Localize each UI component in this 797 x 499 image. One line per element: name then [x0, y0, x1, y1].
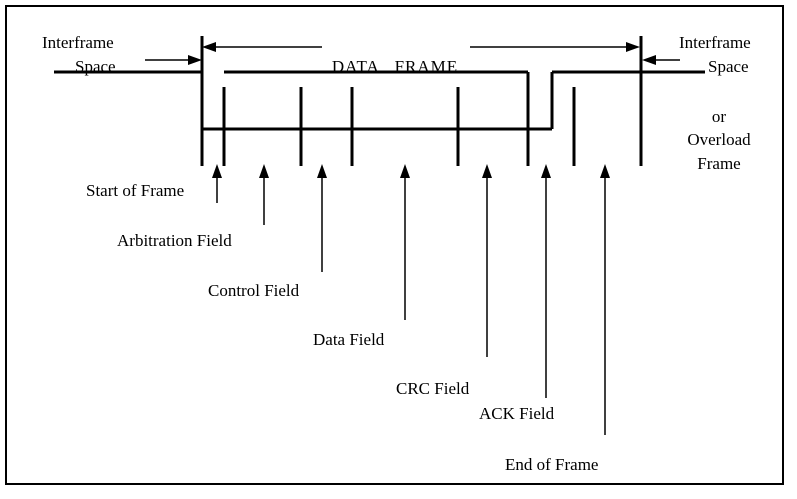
interframe-right-arrowhead [642, 55, 656, 65]
overload-label-frame: Frame [697, 154, 740, 173]
overload-label-or: or [712, 107, 727, 126]
data-field-pointer-arrowhead [400, 164, 410, 178]
control-field-label: Control Field [208, 281, 300, 300]
end-of-frame-label: End of Frame [505, 455, 598, 474]
diagram-border [5, 5, 784, 485]
interframe-space-right-label-line1: Interframe [679, 33, 751, 52]
frame-span-arrowhead-right [626, 42, 640, 52]
frame-span-arrowhead-left [202, 42, 216, 52]
ack-field-pointer-arrowhead [541, 164, 551, 178]
ack-field-label: ACK Field [479, 404, 555, 423]
data-field-label: Data Field [313, 330, 385, 349]
control-field-pointer-arrowhead [317, 164, 327, 178]
crc-field-pointer-arrowhead [482, 164, 492, 178]
arbitration-field-pointer-arrowhead [259, 164, 269, 178]
interframe-space-right-label-line2: Space [708, 57, 749, 76]
crc-field-label: CRC Field [396, 379, 470, 398]
start-of-frame-label: Start of Frame [86, 181, 184, 200]
arbitration-field-label: Arbitration Field [117, 231, 232, 250]
end-of-frame-pointer-arrowhead [600, 164, 610, 178]
interframe-space-left-label-line1: Interframe [42, 33, 114, 52]
overload-label-overload: Overload [687, 130, 751, 149]
interframe-left-arrowhead [188, 55, 202, 65]
start-of-frame-pointer-arrowhead [212, 164, 222, 178]
